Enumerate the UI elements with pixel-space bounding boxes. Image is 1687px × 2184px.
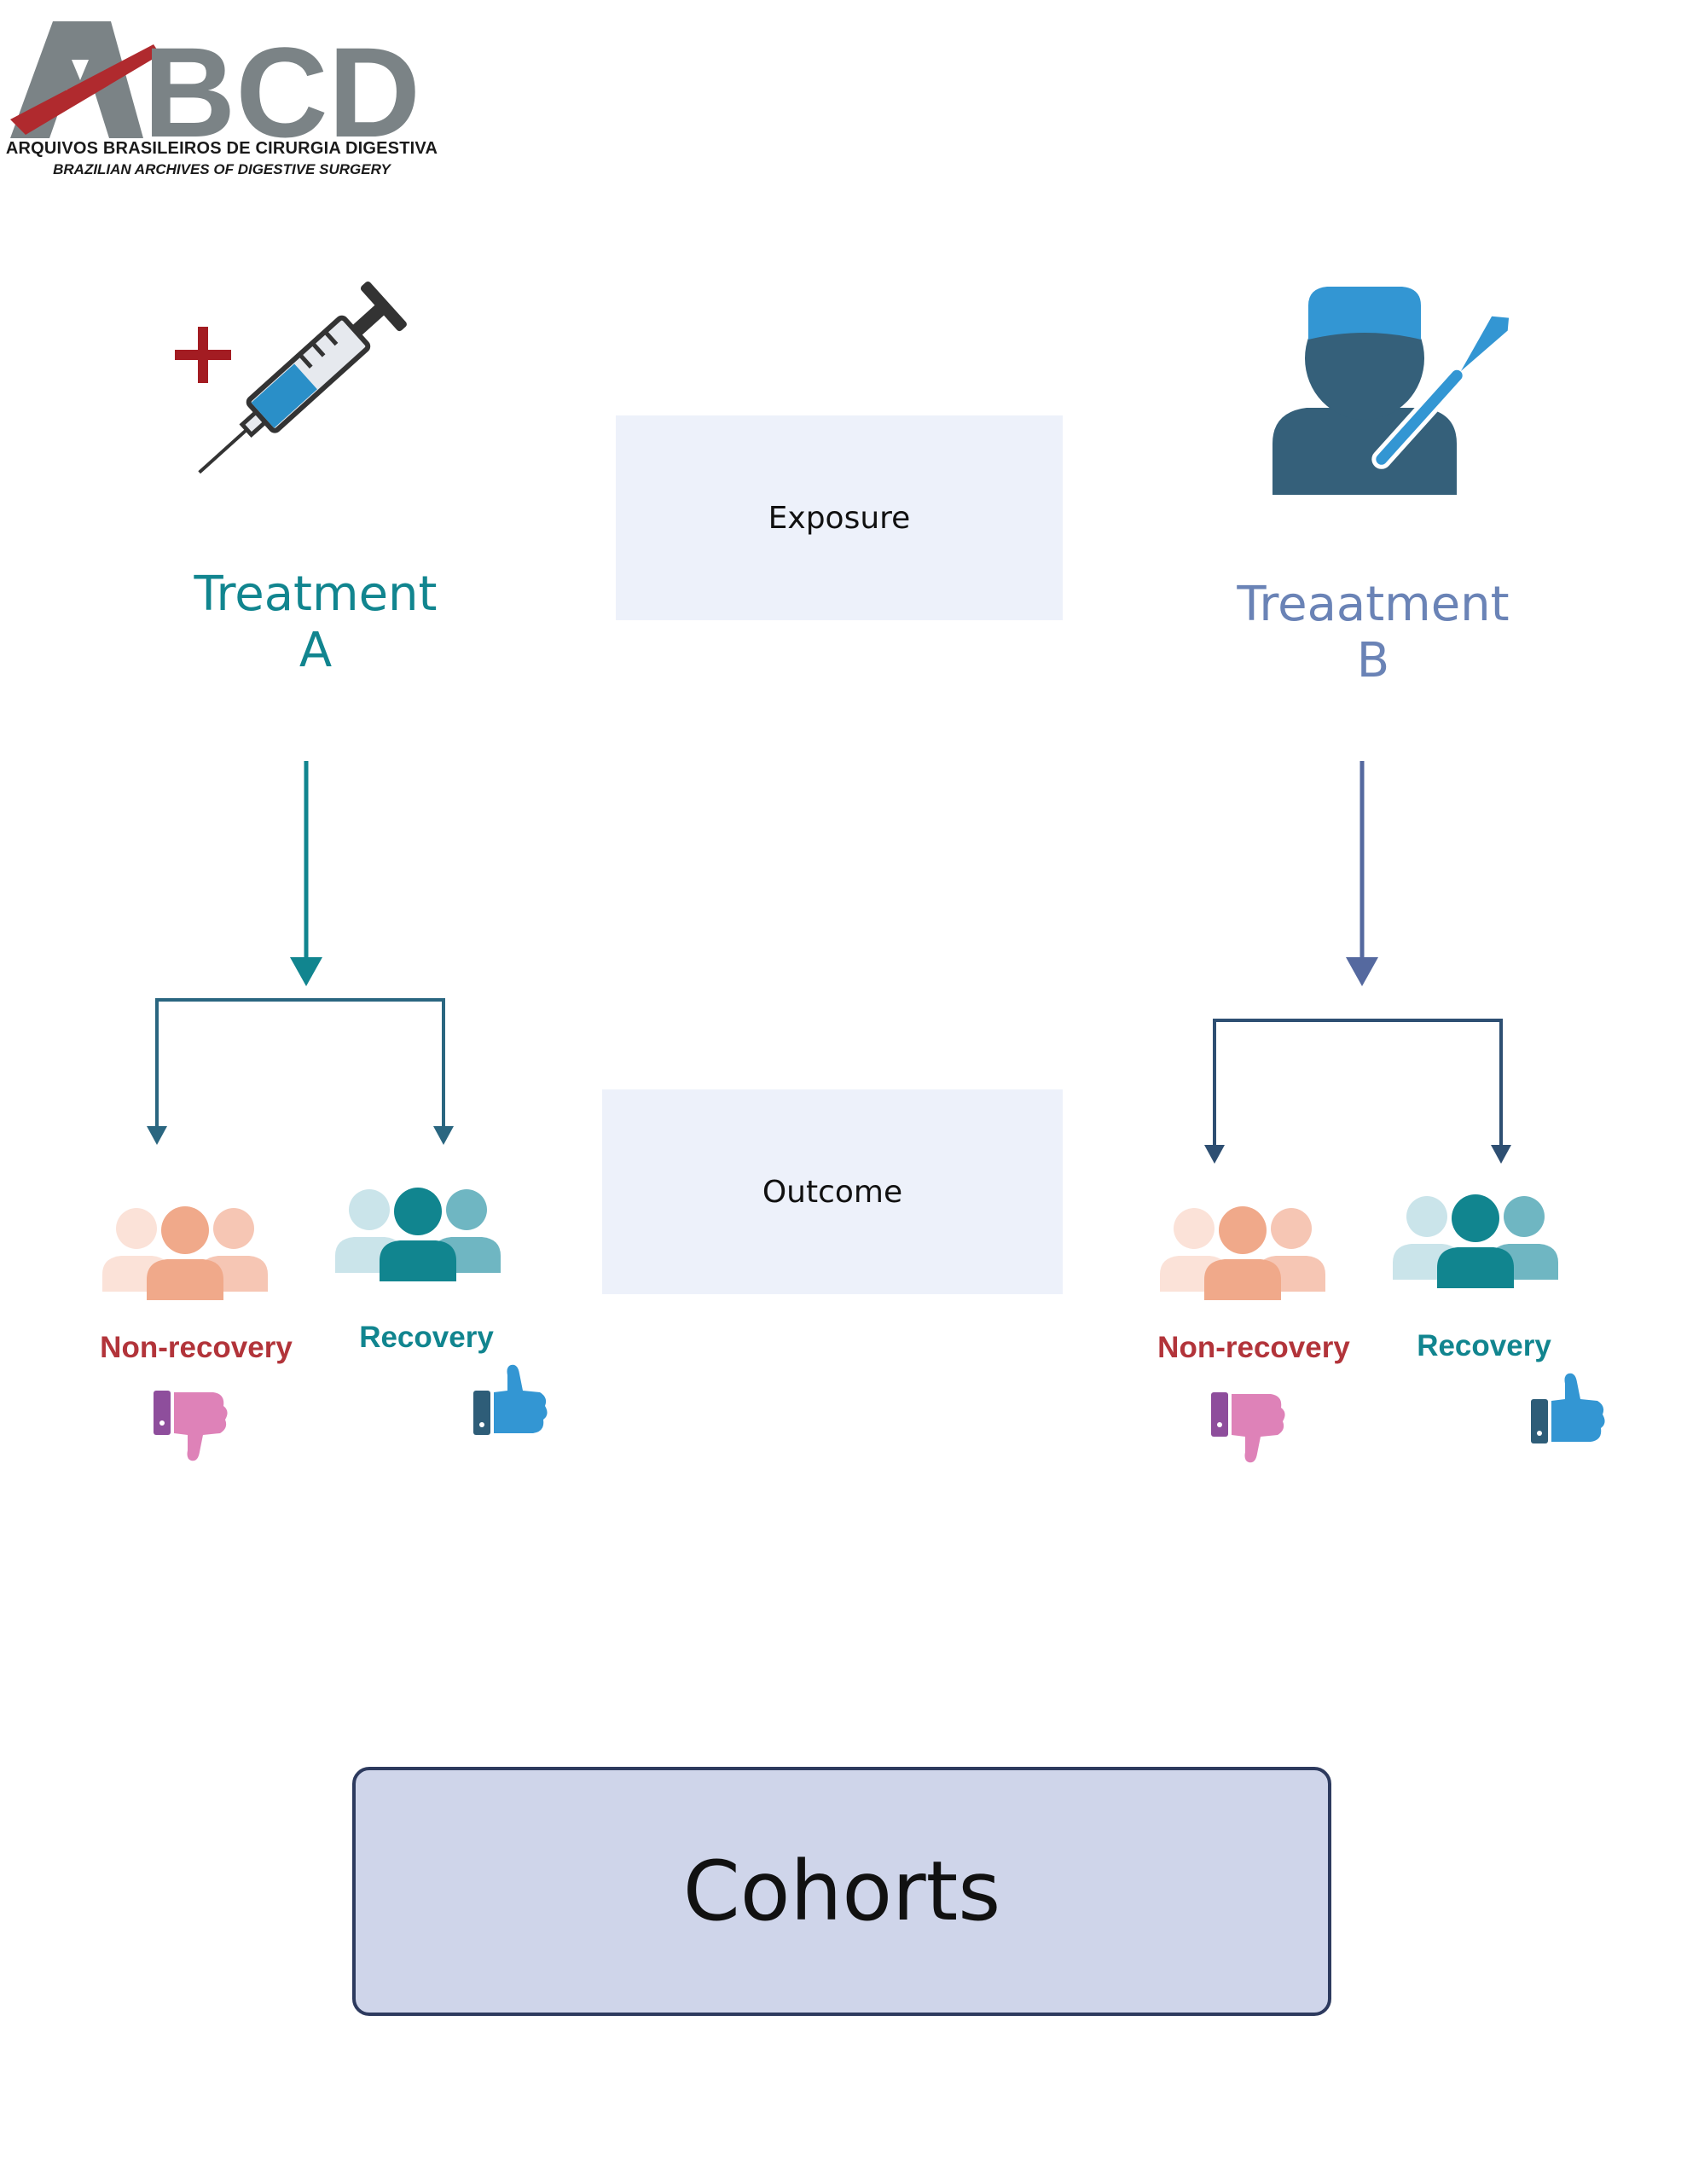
treatment-b-label: Treaatment B <box>1237 577 1510 688</box>
outcome-label: Outcome <box>762 1174 903 1210</box>
surgeon-icon <box>1272 287 1510 495</box>
group-non-recovery-a-icon <box>102 1206 268 1300</box>
exposure-label: Exposure <box>768 500 911 536</box>
logo-letters-bcd: BCD <box>143 20 420 164</box>
treatment-a-label: Treatment A <box>194 566 438 678</box>
arm-a-flow-arrows <box>147 761 454 1145</box>
cohorts-title-box: Cohorts <box>352 1767 1331 2016</box>
logo-journal-name: ARQUIVOS BRASILEIROS DE CIRURGIA DIGESTI… <box>5 139 438 158</box>
logo-journal-name-english: BRAZILIAN ARCHIVES OF DIGESTIVE SURGERY <box>53 161 391 177</box>
recovery-b-label: Recovery <box>1417 1329 1551 1362</box>
arm-b-flow-arrows <box>1204 761 1511 1164</box>
group-non-recovery-b-icon <box>1160 1206 1325 1300</box>
branch-a <box>155 998 445 1135</box>
branch-b <box>1213 1019 1503 1153</box>
cohorts-title: Cohorts <box>682 1844 1001 1939</box>
non-recovery-a-label: Non-recovery <box>100 1331 293 1364</box>
thumbs-up-b-icon <box>1531 1373 1605 1443</box>
group-recovery-b-icon <box>1393 1194 1558 1288</box>
logo-red-swoosh <box>10 44 160 135</box>
journal-logo: BCD <box>10 20 420 164</box>
non-recovery-b-label: Non-recovery <box>1157 1331 1350 1364</box>
group-recovery-a-icon <box>335 1188 501 1281</box>
thumbs-down-b-icon <box>1211 1392 1285 1463</box>
recovery-a-label: Recovery <box>359 1321 494 1354</box>
exposure-box: Exposure <box>616 415 1063 620</box>
thumbs-up-a-icon <box>473 1364 548 1435</box>
thumbs-down-a-icon <box>154 1391 228 1461</box>
logo-letter-a-counter <box>72 60 89 80</box>
syringe-icon <box>175 281 407 474</box>
outcome-box: Outcome <box>602 1089 1063 1294</box>
